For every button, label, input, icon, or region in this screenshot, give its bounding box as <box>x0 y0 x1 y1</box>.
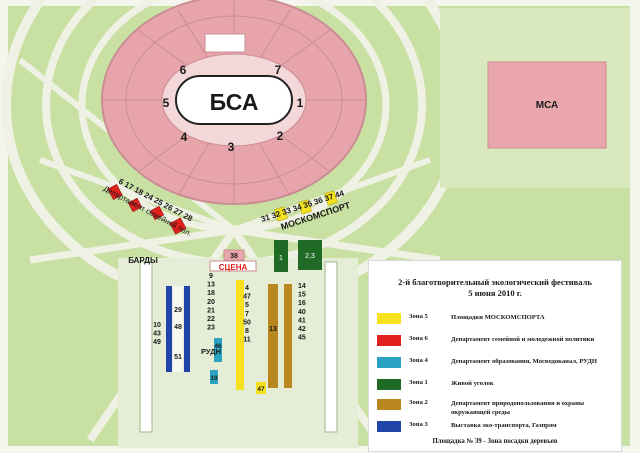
zone-2-column-left <box>268 284 278 388</box>
legend-swatch <box>377 399 401 410</box>
legend-description: Выставка эко-транспорта, Газпром <box>451 422 557 429</box>
legend-item: Зона 6 Департамент семейной и молодежной … <box>377 331 617 353</box>
legend-zone: Зона 3 <box>409 421 428 428</box>
zone-4-number-b: 19 <box>210 375 218 382</box>
zone-4-marker-b <box>210 370 218 384</box>
zone-1-marker-a <box>274 240 288 272</box>
zone-3-bars <box>166 286 190 372</box>
stage-frame <box>209 260 257 272</box>
zone-1-number-a: 1 <box>279 255 283 262</box>
legend-swatch <box>377 335 401 346</box>
zone-1-marker-b <box>298 240 322 270</box>
main-arena-label: БСА <box>210 89 259 115</box>
legend-description: Департамент образования, Мосводоканал, Р… <box>451 358 598 365</box>
sector-5: 5 <box>163 96 170 110</box>
stage-number: 38 <box>230 253 238 260</box>
legend-zone: Зона 1 <box>409 379 428 386</box>
bards-label: БАРДЫ <box>128 256 158 265</box>
sector-6: 6 <box>180 63 187 77</box>
zone-6-markers <box>107 184 187 235</box>
stage-label: СЦЕНА <box>219 263 248 272</box>
zone-3-number-c: 51 <box>174 354 182 361</box>
legend-description: Департамент природопользования и охраны … <box>451 400 585 416</box>
rudn-label: РУДН <box>201 347 221 356</box>
legend-description: Департамент семейной и молодежной полити… <box>451 336 595 343</box>
legend-item: Зона 1 Живой уголок <box>377 375 617 397</box>
sector-2: 2 <box>277 129 284 143</box>
legend-item: Зона 5 Площадки МОСКОМСПОРТА <box>377 309 617 331</box>
sector-7: 7 <box>275 63 282 77</box>
legend-zone: Зона 5 <box>409 313 428 320</box>
zone-4-marker-a <box>214 338 222 362</box>
sector-3: 3 <box>228 140 235 154</box>
legend-item: Зона 4 Департамент образования, Мосводока… <box>377 353 617 375</box>
legend-description: Площадки МОСКОМСПОРТА <box>451 314 545 321</box>
legend-footer: Площадка № 39 - Зона посадки деревьев <box>432 438 558 445</box>
zone-4-number-a: 46 <box>214 343 222 350</box>
zone-2-column-right <box>284 284 292 388</box>
zone-1-number-b: 2,3 <box>305 253 315 260</box>
main-stadium <box>101 0 367 205</box>
legend-item: Зона 3 Выставка эко-транспорта, Газпром <box>377 417 617 439</box>
legend-title-line2: 5 июня 2010 г. <box>468 288 522 298</box>
legend-item: Зона 2 Департамент природопользования и о… <box>377 395 617 417</box>
legend-swatch <box>377 313 401 324</box>
legend-zone: Зона 6 <box>409 335 428 342</box>
legend-panel: 2-й благотворительный экологический фест… <box>368 260 622 452</box>
zone-5-box <box>256 382 266 394</box>
legend-swatch <box>377 379 401 390</box>
zone-5-box-number: 47 <box>257 386 265 393</box>
legend-description: Живой уголок <box>451 380 494 387</box>
legend-title: 2-й благотворительный экологический фест… <box>369 277 621 299</box>
sector-1: 1 <box>297 96 304 110</box>
legend-title-line1: 2-й благотворительный экологический фест… <box>398 277 592 287</box>
zone-5-markers <box>274 190 338 222</box>
small-arena-building <box>487 61 607 149</box>
stage-marker <box>223 249 245 261</box>
legend-swatch <box>377 357 401 368</box>
zone-3-number-b: 48 <box>174 324 182 331</box>
sector-4: 4 <box>181 130 188 144</box>
small-arena-label: МСА <box>536 100 559 111</box>
legend-zone: Зона 4 <box>409 357 428 364</box>
legend-swatch <box>377 421 401 432</box>
zone-5-column <box>236 280 244 390</box>
legend-zone: Зона 2 <box>409 399 428 406</box>
zone-3-number-a: 29 <box>174 307 182 314</box>
zone-2-center-number: 13 <box>269 326 277 333</box>
